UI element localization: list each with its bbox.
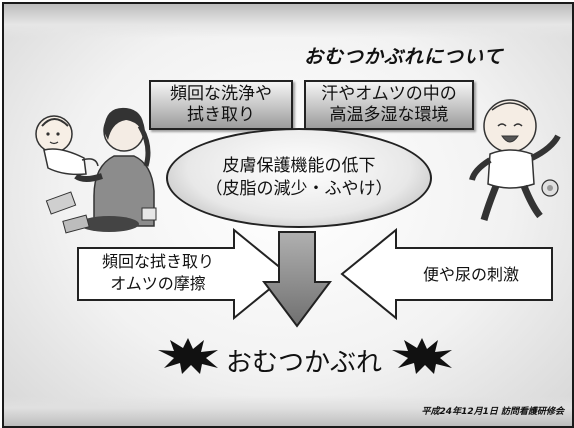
cause-box-environment-line1: 汗やオムツの中の [321,84,457,104]
slide-bottom-band [4,396,572,426]
right-arrow-line1: 便や尿の刺激 [422,265,519,284]
left-arrow-text: 頻回な拭き取り オムツの摩擦 [78,251,238,295]
skin-protection-line2: （皮脂の減少・ふやけ） [205,179,393,199]
left-arrow-line2: オムツの摩擦 [110,274,206,293]
left-arrow-line1: 頻回な拭き取り [101,252,214,271]
footer-date-event: 平成24年12月1日 訪問看護研修会 [421,407,564,417]
left-arrow-shape [77,227,290,321]
cause-box-environment: 汗やオムツの中の 高温多湿な環境 [304,80,474,130]
right-arrow-shape [340,227,553,321]
skin-protection-line1: 皮膚保護機能の低下 [222,156,376,176]
result-label: おむつかぶれ [225,348,382,378]
skin-protection-ellipse: 皮膚保護機能の低下 （皮脂の減少・ふやけ） [166,128,432,228]
burst-left-icon [158,338,218,374]
cause-box-washing: 頻回な洗浄や 拭き取り [149,80,293,130]
cause-box-washing-line1: 頻回な洗浄や [170,84,272,104]
caregiver-illustration [35,107,157,234]
right-arrow-text: 便や尿の刺激 [396,264,546,286]
cause-box-washing-line2: 拭き取り [187,105,255,125]
slide-title: おむつかぶれについて [304,46,504,68]
baby-illustration [469,99,561,221]
slide-top-band [4,4,572,38]
down-arrow-shape [262,231,332,328]
cause-box-environment-line2: 高温多湿な環境 [329,105,449,125]
burst-right-icon [392,338,452,374]
